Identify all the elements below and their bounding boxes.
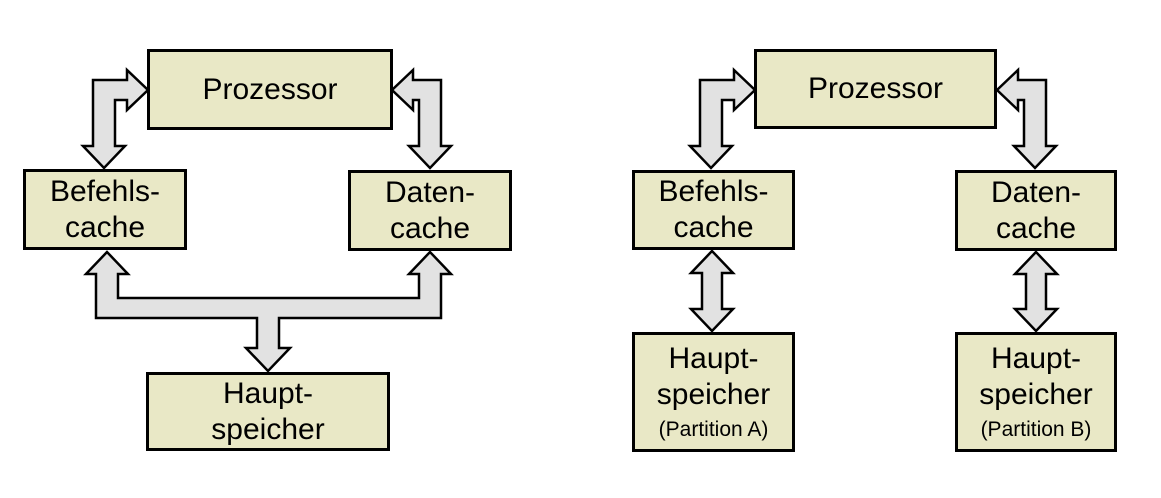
right-prozessor-datencache-arrow [995,67,1059,170]
right-instruction-cache-box: Befehls- cache [632,170,795,250]
left-data-cache-label-line2: cache [389,211,471,245]
left-instruction-cache-label-line2: cache [64,210,146,244]
right-main-memory-a-label-line2: speicher [656,378,771,411]
right-data-cache-box: Daten- cache [955,170,1117,251]
right-prozessor-befehlscache-arrow [687,67,757,170]
right-data-cache-label-line2: cache [995,211,1077,245]
right-instruction-cache-label-line1: Befehls- [658,175,769,208]
right-befehlscache-hauptspeicherA-arrow [688,249,736,333]
left-data-cache-label-line1: Daten- [384,175,476,209]
left-prozessor-datencache-arrow [390,67,454,170]
right-processor-label: Prozessor [807,72,944,105]
left-main-memory-label-line1: Haupt- [222,376,314,410]
left-prozessor-befehlscache-arrow [80,67,150,170]
left-processor-box: Prozessor [147,49,393,130]
right-main-memory-partition-b-box: Haupt- speicher (Partition B) [955,332,1117,452]
left-processor-label: Prozessor [202,72,338,106]
right-main-memory-partition-a-box: Haupt- speicher (Partition A) [632,332,795,452]
right-datencache-hauptspeicherB-arrow [1012,250,1060,333]
left-main-memory-box: Haupt- speicher [146,372,390,451]
left-data-cache-box: Daten- cache [348,170,512,251]
right-main-memory-a-label-line1: Haupt- [668,342,759,375]
right-main-memory-a-partition-label: (Partition A) [658,418,769,441]
right-main-memory-b-partition-label: (Partition B) [980,418,1092,441]
left-caches-hauptspeicher-forked-arrow [83,250,454,373]
left-instruction-cache-label-line1: Befehls- [49,174,161,208]
right-data-cache-label-line1: Daten- [990,175,1082,209]
left-main-memory-label-line2: speicher [211,412,325,446]
right-main-memory-b-label-line1: Haupt- [990,342,1082,375]
left-instruction-cache-box: Befehls- cache [23,169,187,250]
right-instruction-cache-label-line2: cache [673,211,754,244]
right-main-memory-b-label-line2: speicher [979,378,1093,411]
right-processor-box: Prozessor [754,49,997,129]
